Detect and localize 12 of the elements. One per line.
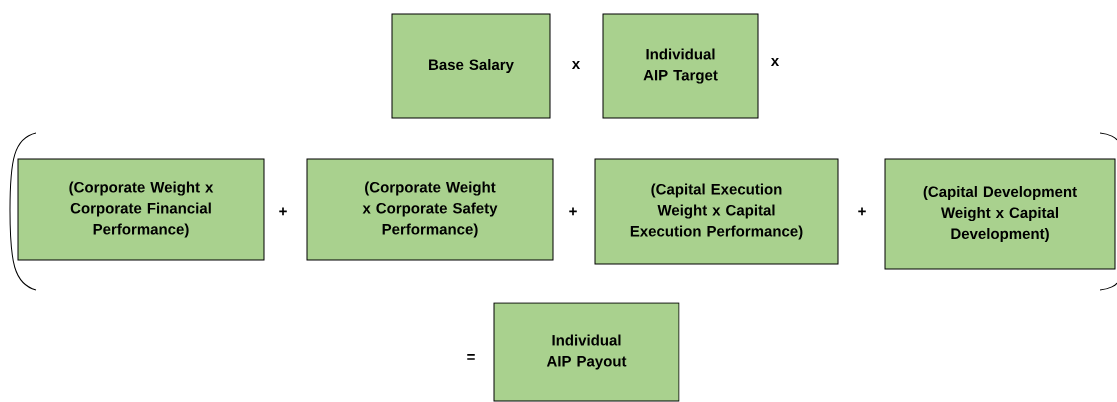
formula-box: Individual AIP Payout [493, 302, 680, 402]
formula-box: (Capital Development Weight x Capital Development) [884, 158, 1116, 270]
operator-sign: + [279, 207, 287, 216]
formula-box: (Corporate Weight x Corporate Financial Performance) [17, 158, 265, 261]
operator-sign: = [467, 354, 475, 360]
operator-sign: x [571, 61, 581, 69]
formula-box: (Corporate Weight x Corporate Safety Performance) [306, 158, 554, 261]
formula-box: (Capital Execution Weight x Capital Execution Performance) [594, 158, 839, 265]
formula-box: Base Salary [391, 13, 551, 119]
operator-sign: + [858, 207, 866, 216]
operator-sign: + [569, 207, 577, 216]
formula-box: Individual AIP Target [602, 13, 759, 119]
